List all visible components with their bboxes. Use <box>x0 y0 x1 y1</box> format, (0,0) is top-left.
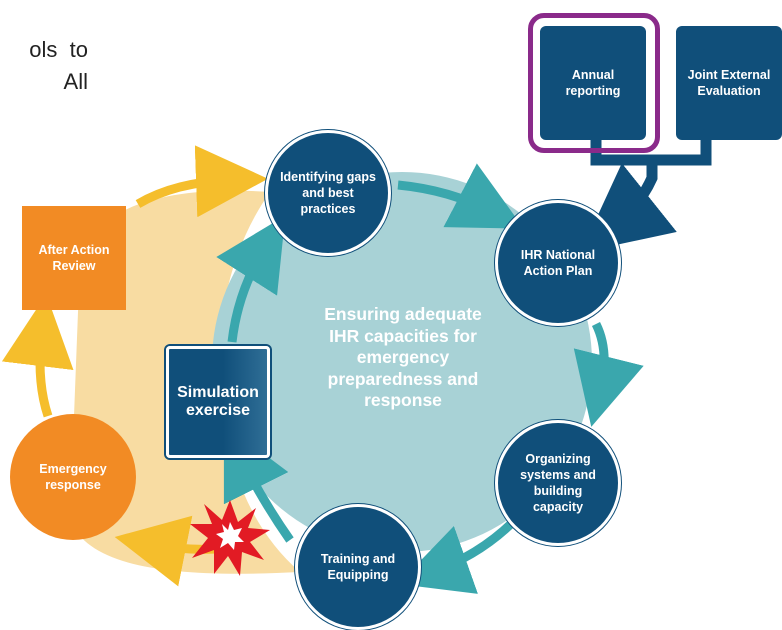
training-equipping-label: Training and Equipping <box>320 552 396 582</box>
arrow-identifying-to-nap <box>397 163 524 229</box>
jee-box: Joint External Evaluation <box>676 26 782 140</box>
emergency-response-node: Emergency response <box>10 414 136 540</box>
annual-reporting-label: Annual reporting <box>565 68 621 98</box>
intro-text: ols to All <box>29 37 88 94</box>
annual-reporting-box: Annual reporting <box>540 26 646 140</box>
identifying-gaps-node: Identifying gaps and best practices <box>265 130 391 256</box>
identifying-gaps-label: Identifying gaps and best practices <box>280 170 376 216</box>
jee-label: Joint External Evaluation <box>687 68 771 98</box>
simulation-exercise-label: Simulation exercise <box>177 384 259 419</box>
after-action-review-box: After Action Review <box>22 206 126 310</box>
organizing-systems-label: Organizing systems and building capacity <box>520 452 596 514</box>
training-equipping-node: Training and Equipping <box>295 504 421 630</box>
arrow-nap-to-organizing <box>573 321 644 427</box>
emergency-response-label: Emergency response <box>39 462 107 492</box>
ihr-nap-node: IHR National Action Plan <box>495 200 621 326</box>
arrow-organizing-to-training <box>398 516 519 594</box>
arrow-training-to-simulation <box>223 423 294 543</box>
center-goal-label: Ensuring adequate IHR capacities for eme… <box>324 304 482 410</box>
organizing-systems-node: Organizing systems and building capacity <box>495 420 621 546</box>
arrow-aar-to-identifying <box>135 145 268 218</box>
ihr-nap-label: IHR National Action Plan <box>520 248 596 278</box>
arrow-emergency-to-aar <box>1 294 74 418</box>
annual-reporting-highlight <box>528 13 660 153</box>
arrow-simulation-to-identifying <box>216 215 286 343</box>
after-action-review-label: After Action Review <box>38 243 110 273</box>
simulation-exercise-box: Simulation exercise <box>166 346 270 458</box>
